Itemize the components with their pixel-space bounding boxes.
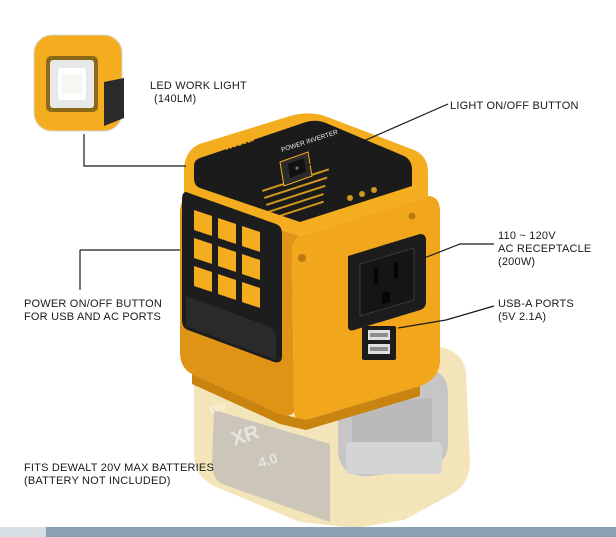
led-work-light-inset	[30, 31, 126, 135]
battery-ah-mark: 4.0	[256, 450, 280, 471]
ac-receptacle[interactable]	[348, 234, 426, 331]
light-onoff-button[interactable]	[279, 151, 313, 187]
start-button[interactable]	[0, 527, 46, 537]
label-led-light: LED WORK LIGHT (140LM)	[150, 80, 247, 105]
usb-a-ports[interactable]	[362, 326, 396, 360]
label-usb-ports: USB-A PORTS (5V 2.1A)	[498, 298, 574, 323]
power-onoff-button[interactable]	[186, 296, 276, 360]
label-battery-fit: FITS DEWALT 20V MAX BATTERIES (BATTERY N…	[24, 462, 214, 487]
spec-text-block	[261, 168, 377, 220]
callout-lines	[79, 103, 495, 329]
label-ac-receptacle: 110 ~ 120V AC RECEPTACLE (200W)	[498, 230, 592, 268]
battery-volt-mark: 18V	[208, 401, 229, 417]
screw	[408, 212, 416, 220]
screw	[298, 254, 306, 262]
label-power-button: POWER ON/OFF BUTTON FOR USB AND AC PORTS	[24, 298, 163, 323]
label-light-button: LIGHT ON/OFF BUTTON	[450, 100, 579, 112]
taskbar	[0, 527, 616, 537]
